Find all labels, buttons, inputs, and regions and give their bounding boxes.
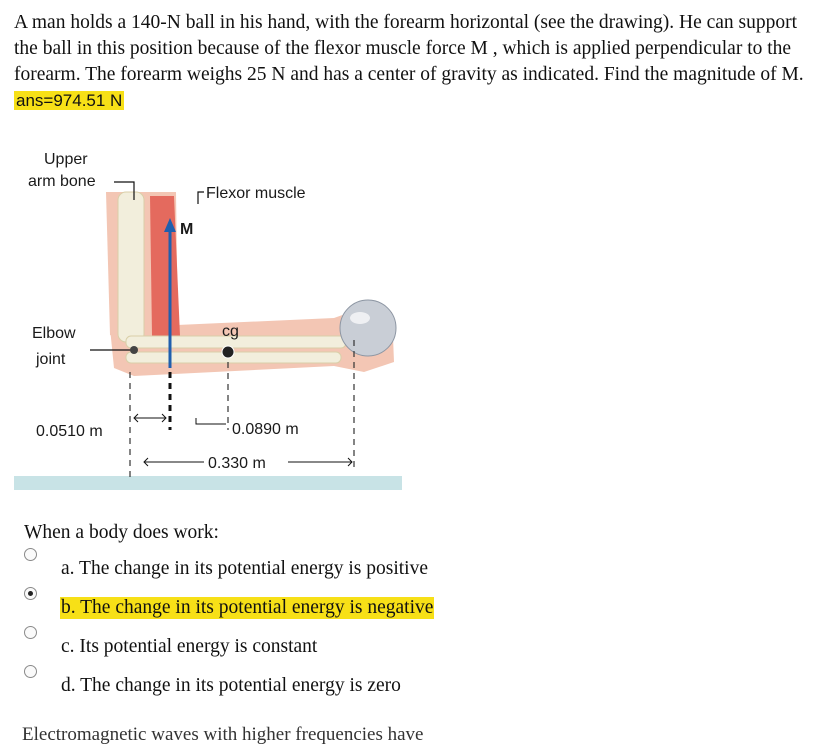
problem-text: A man holds a 140-N ball in his hand, wi… [14, 12, 804, 85]
problem-statement: A man holds a 140-N ball in his hand, wi… [14, 10, 814, 114]
radio-a[interactable] [24, 548, 37, 561]
upper-arm-leader [114, 181, 135, 200]
label-force-m: M [180, 221, 193, 238]
humerus-bone [117, 191, 145, 343]
question-prompt: When a body does work: [24, 522, 219, 543]
arm-diagram-svg: Upper arm bone Flexor muscle M Elbow joi… [14, 151, 402, 490]
floor [14, 476, 402, 490]
dim-0330-arrow-left [143, 457, 149, 467]
label-upper: Upper [44, 151, 88, 168]
radio-d[interactable] [24, 665, 37, 678]
elbow-joint-marker [130, 346, 138, 354]
label-arm-bone: arm bone [28, 173, 96, 190]
next-question-cutoff: Electromagnetic waves with higher freque… [22, 724, 424, 745]
dim-0051-arrow-left [133, 413, 139, 423]
force-arrow-head [164, 218, 176, 232]
radio-b[interactable] [24, 587, 37, 600]
label-dim-0330: 0.330 m [208, 455, 266, 472]
label-flexor-muscle: Flexor muscle [206, 185, 306, 202]
dim-0330-arrow-right [347, 457, 353, 467]
dim-0089-line [195, 418, 226, 425]
label-dim-0089: 0.0890 m [232, 421, 299, 438]
flexor-muscle [150, 196, 180, 344]
answer-highlight: ans=974.51 N [14, 91, 125, 110]
label-cg: cg [222, 323, 239, 340]
option-d-label: d. The change in its potential energy is… [61, 675, 401, 696]
option-a[interactable]: a. The change in its potential energy is… [24, 548, 544, 579]
radio-c[interactable] [24, 626, 37, 639]
option-c[interactable]: c. Its potential energy is constant [24, 626, 544, 657]
option-d[interactable]: d. The change in its potential energy is… [24, 665, 544, 696]
dim-0051-arrow-right [161, 413, 167, 423]
option-b-label: b. The change in its potential energy is… [60, 597, 435, 619]
flexor-leader [197, 191, 204, 204]
label-joint: joint [35, 351, 66, 368]
label-dim-0051: 0.0510 m [36, 423, 103, 440]
cg-marker [221, 345, 235, 359]
label-elbow: Elbow [32, 325, 76, 342]
option-c-label: c. Its potential energy is constant [61, 636, 318, 657]
option-a-label: a. The change in its potential energy is… [61, 558, 428, 579]
ball-highlight [350, 312, 370, 324]
arm-diagram: Upper arm bone Flexor muscle M Elbow joi… [14, 140, 414, 500]
option-b[interactable]: b. The change in its potential energy is… [24, 587, 544, 619]
ball [339, 299, 397, 357]
